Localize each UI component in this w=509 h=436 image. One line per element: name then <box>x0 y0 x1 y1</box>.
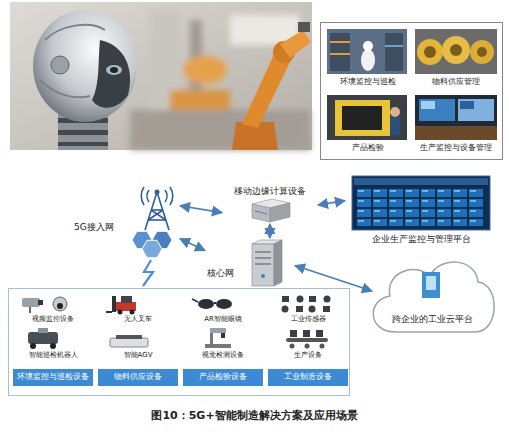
node-label: 环境监控与巡检 <box>325 77 411 87</box>
bar-label: 物料供应设备 <box>98 372 178 381</box>
scenario-panel: 环境监控与巡检物料供应管理产品检验生产监控与设备管理 <box>320 22 503 160</box>
device-group: 工业传感器生产设备工业制造设备 <box>268 293 348 391</box>
figure-caption: 图10：5G+智能制造解决方案及应用场景 <box>0 408 509 423</box>
node-label: 移动边缘计算设备 <box>222 186 318 196</box>
bar-label: 产品检验设备 <box>183 372 263 381</box>
device-panel: 视频监控设备智能巡检机器人环境监控与巡检设备无人叉车智能AGV物料供应设备AR智… <box>8 288 350 396</box>
node-label: 产品检验 <box>325 143 411 153</box>
category-bar: 物料供应设备 <box>98 369 178 386</box>
scenario-card: 生产监控与设备管理 <box>413 93 499 157</box>
scenario-card: 环境监控与巡检 <box>325 27 411 91</box>
node-label: 5G接入网 <box>74 222 134 233</box>
category-bar: 产品检验设备 <box>183 369 263 386</box>
node-label: 生产监控与设备管理 <box>413 143 499 153</box>
platform-screen: 企业生产监控与管理平台 <box>345 174 497 250</box>
category-bar: 环境监控与巡检设备 <box>13 369 93 386</box>
access-tower: 5G接入网 <box>72 186 180 252</box>
link-arrow <box>318 201 345 205</box>
node-label: 智能巡检机器人 <box>13 351 93 359</box>
edge-device: 移动边缘计算设备 <box>222 186 318 224</box>
node-label: 无人叉车 <box>98 315 178 323</box>
link-arrow <box>180 206 222 213</box>
core-network: 核心网 <box>205 238 295 288</box>
node-label: 智能AGV <box>98 351 178 359</box>
category-bar: 工业制造设备 <box>268 369 348 386</box>
node-label: 企业生产监控与管理平台 <box>345 234 497 245</box>
link-arrow <box>269 224 271 238</box>
device-group: AR智能眼镜视觉检测设备产品检验设备 <box>183 293 263 391</box>
node-label: 核心网 <box>207 268 251 279</box>
node-label: 视频监控设备 <box>13 315 93 323</box>
node-label: 跨企业的工业云平台 <box>372 314 492 325</box>
device-group: 无人叉车智能AGV 物料供应设备 <box>98 293 178 391</box>
node-label: 物料供应管理 <box>413 77 499 87</box>
scenario-card: 物料供应管理 <box>413 27 499 91</box>
node-label: AR智能眼镜 <box>183 315 263 323</box>
scenario-card: 产品检验 <box>325 93 411 157</box>
node-label: 视觉检测设备 <box>183 351 263 359</box>
cloud-platform: 跨企业的工业云平台 <box>372 256 492 334</box>
node-label: 生产设备 <box>268 351 348 359</box>
bar-label: 环境监控与巡检设备 <box>13 372 93 381</box>
link-arrow <box>180 239 205 251</box>
device-group: 视频监控设备智能巡检机器人环境监控与巡检设备 <box>13 293 93 391</box>
node-label: 工业传感器 <box>268 315 348 323</box>
bar-label: 工业制造设备 <box>268 372 348 381</box>
